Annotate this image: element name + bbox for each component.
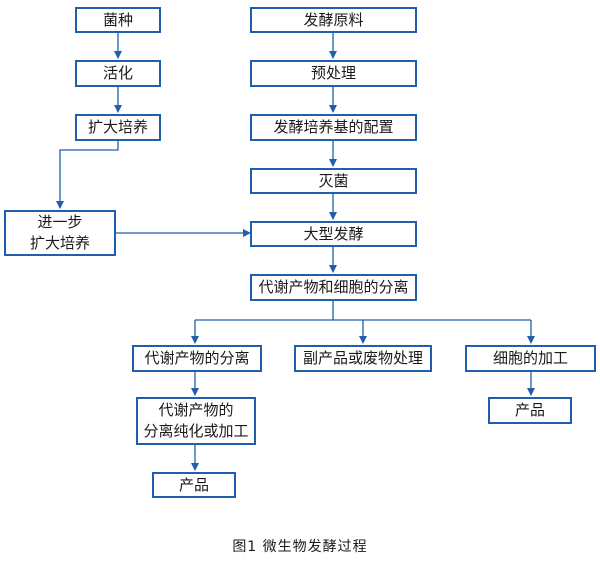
node-separation: 代谢产物和细胞的分离	[250, 274, 417, 301]
node-cell-processing: 细胞的加工	[465, 345, 596, 372]
node-strain: 菌种	[75, 7, 161, 33]
arrow-expansion-further	[56, 141, 119, 209]
node-fermentation: 大型发酵	[250, 221, 417, 247]
node-product-right: 产品	[488, 397, 572, 424]
node-metabolite-separation: 代谢产物的分离	[132, 345, 262, 372]
node-medium-prep: 发酵培养基的配置	[250, 114, 417, 141]
node-byproduct-treatment: 副产品或废物处理	[294, 345, 432, 372]
figure-caption: 图1 微生物发酵过程	[232, 539, 368, 555]
node-product-left: 产品	[152, 472, 236, 498]
node-further-expansion: 进一步 扩大培养	[4, 210, 116, 256]
node-raw-material: 发酵原料	[250, 7, 417, 33]
node-pretreatment: 预处理	[250, 60, 417, 87]
node-expansion: 扩大培养	[75, 114, 161, 141]
node-sterilization: 灭菌	[250, 168, 417, 194]
node-activation: 活化	[75, 60, 161, 87]
node-metabolite-purification: 代谢产物的 分离纯化或加工	[136, 397, 256, 445]
